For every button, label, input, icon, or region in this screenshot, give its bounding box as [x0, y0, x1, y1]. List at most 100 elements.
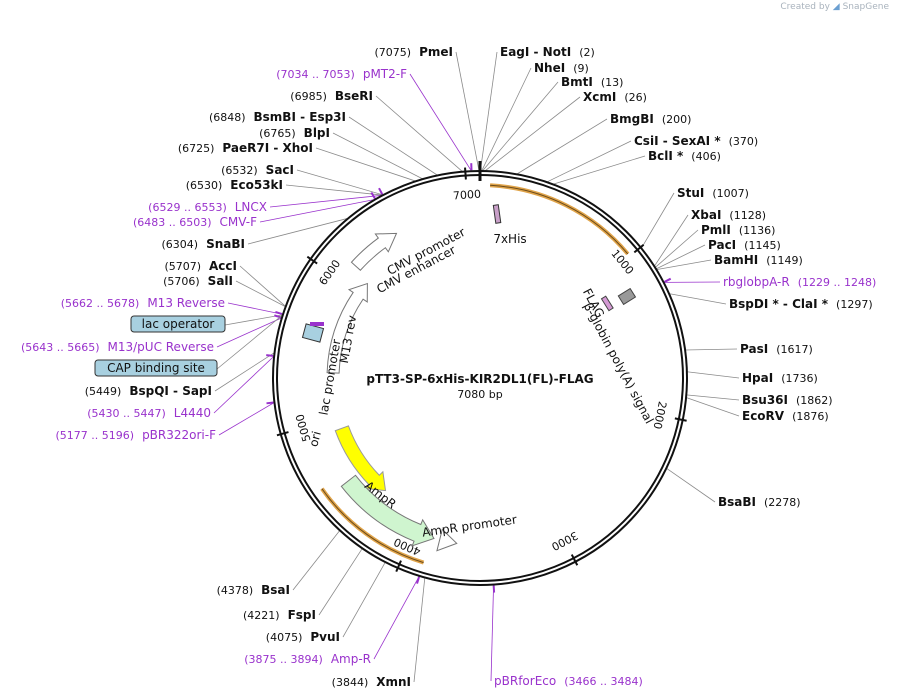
primer-position: (6529 .. 6553)	[148, 201, 227, 214]
m13-marker	[310, 322, 324, 326]
leader-line	[640, 192, 675, 249]
leader-line	[481, 67, 532, 172]
enzyme-position: (5707)	[164, 260, 201, 273]
leader-line	[654, 229, 699, 268]
primer-mark	[370, 191, 376, 200]
enzyme-position: (6532)	[221, 164, 258, 177]
enzyme-name: PasI	[740, 342, 768, 356]
snapgene-credit: Created by ◢ SnapGene	[780, 2, 889, 12]
leader-line	[348, 116, 438, 176]
enzyme-position: (6985)	[290, 90, 327, 103]
leader-line	[455, 51, 480, 172]
enzyme-name: Bsu36I	[742, 393, 788, 407]
enzyme-name: XbaI	[691, 208, 721, 222]
primer-name: LNCX	[235, 200, 267, 214]
leader-line	[668, 293, 727, 305]
leader-line	[479, 51, 498, 172]
enzyme-position: (6530)	[186, 179, 223, 192]
primer-position: (1229 .. 1248)	[798, 276, 877, 289]
enzyme-name: EcoRV	[742, 409, 785, 423]
enzyme-position: (1617)	[776, 343, 813, 356]
enzyme-name: PmeI	[419, 45, 453, 59]
leader-line	[315, 147, 416, 182]
primer-name: M13/pUC Reverse	[108, 340, 215, 354]
leader-line	[409, 73, 472, 172]
enzyme-name: BmgBI	[610, 112, 654, 126]
leader-line	[655, 244, 706, 270]
leader-line	[296, 169, 384, 196]
tick-mark	[276, 431, 289, 437]
tick-label: 3000	[549, 529, 580, 553]
leader-line	[686, 371, 740, 379]
leader-line	[247, 217, 349, 245]
enzyme-name: BspQI - SapI	[129, 384, 212, 398]
enzyme-name: CsiI - SexAI *	[634, 134, 721, 148]
cmv-promoter-arrow	[350, 232, 398, 271]
tick-label: 7000	[453, 187, 482, 202]
enzyme-position: (1862)	[796, 394, 833, 407]
primer-position: (5662 .. 5678)	[61, 297, 140, 310]
leader-line	[259, 198, 376, 223]
enzyme-name: SnaBI	[206, 237, 245, 251]
leader-line	[490, 584, 494, 682]
leader-line	[685, 397, 740, 417]
leader-line	[552, 155, 646, 185]
primer-name: L4440	[174, 406, 211, 420]
feature-label-ori: ori	[306, 430, 324, 449]
leader-line	[686, 394, 740, 401]
tick-label: 2000	[650, 400, 668, 430]
leader-line	[413, 577, 426, 683]
tick-mark	[464, 167, 467, 180]
primer-mark	[266, 354, 274, 357]
enzyme-name: NheI	[534, 61, 565, 75]
primer-mark	[266, 401, 274, 405]
tick-label: 1000	[608, 247, 636, 277]
ampr-arrow	[340, 474, 435, 547]
leader-line	[216, 314, 284, 370]
primer-name: CMV-F	[220, 215, 258, 229]
leader-line	[516, 118, 608, 175]
leader-line	[216, 317, 283, 348]
feature-label-ampr-promoter: AmpR promoter	[421, 512, 517, 539]
enzyme-position: (4075)	[266, 631, 303, 644]
enzyme-position: (1876)	[792, 410, 829, 423]
enzyme-name: BamHI	[714, 253, 758, 267]
leader-line	[235, 280, 286, 308]
enzyme-name: Eco53kI	[230, 178, 283, 192]
primer-position: (3466 .. 3484)	[564, 675, 643, 688]
globin-box	[600, 295, 614, 312]
primer-position: (7034 .. 7053)	[276, 68, 355, 81]
primer-position: (5643 .. 5665)	[21, 341, 100, 354]
enzyme-position: (1128)	[729, 209, 766, 222]
enzyme-position: (6725)	[178, 142, 215, 155]
leader-line	[227, 302, 284, 315]
leader-line	[285, 184, 383, 196]
enzyme-position: (5706)	[163, 275, 200, 288]
leader-line	[239, 265, 286, 307]
enzyme-position: (200)	[662, 113, 692, 126]
leader-line	[213, 355, 275, 414]
enzyme-position: (26)	[624, 91, 647, 104]
lac-operator-box	[301, 323, 325, 343]
leader-line	[224, 314, 283, 326]
leader-line	[685, 348, 738, 351]
tick-mark	[674, 417, 687, 422]
primer-name: rbglobpA-R	[723, 275, 790, 289]
enzyme-position: (1297)	[836, 298, 873, 311]
enzyme-position: (1136)	[739, 224, 776, 237]
enzyme-name: BmtI	[561, 75, 593, 89]
enzyme-name: BlpI	[304, 126, 330, 140]
feature-box-label	[130, 315, 226, 333]
leader-line	[546, 140, 632, 183]
primer-mark	[664, 277, 672, 283]
enzyme-position: (4221)	[243, 609, 280, 622]
leader-line	[666, 467, 716, 503]
leader-line	[656, 259, 712, 271]
enzyme-name: EagI - NotI	[500, 45, 571, 59]
primer-position: (6483 .. 6503)	[133, 216, 212, 229]
primer-position: (5177 .. 5196)	[56, 429, 135, 442]
primer-name: pBR322ori-F	[142, 428, 216, 442]
leader-line	[218, 402, 275, 436]
enzyme-position: (406)	[691, 150, 721, 163]
